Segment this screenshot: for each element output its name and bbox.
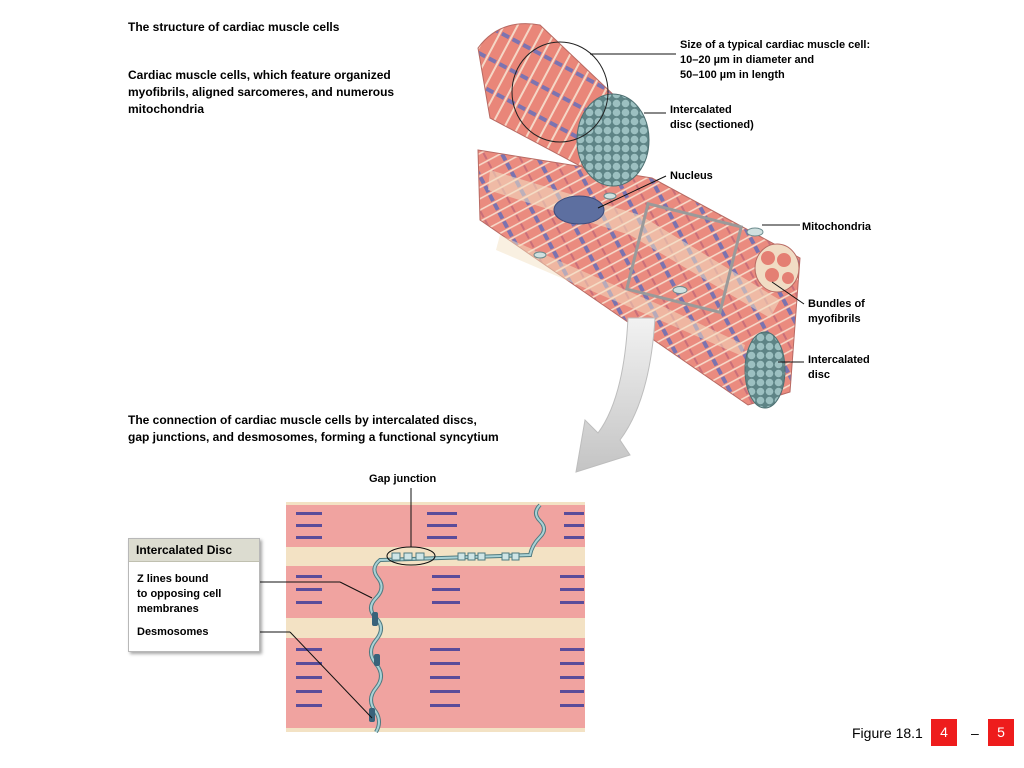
label-mitochondria: Mitochondria <box>802 221 872 233</box>
figure-range-start: 4 <box>931 719 957 746</box>
intercalated-disc-end <box>744 331 786 409</box>
z-line-stripes <box>296 512 584 707</box>
label-bundles-of-myofibrils: Bundles of myofibrils <box>808 298 865 325</box>
cytoplasm-streak <box>496 235 745 356</box>
label-intercalated-disc: Intercalated disc <box>808 354 870 381</box>
gap-junction-channels <box>391 552 520 561</box>
figure-range-end: 5 <box>988 719 1014 746</box>
structure-title: The structure of cardiac muscle cells <box>128 20 340 34</box>
leader-lines <box>590 53 805 363</box>
intercalated-disc-sectioned <box>576 93 650 187</box>
myofibril-bundles-end <box>754 243 800 293</box>
structure-description: Cardiac muscle cells, which feature orga… <box>128 68 395 116</box>
mitochondria-group <box>533 192 764 294</box>
zoom-box <box>624 201 744 315</box>
figure-range-dash: – <box>971 725 979 741</box>
figure-label: Figure 18.1 <box>852 725 923 741</box>
zoom-arrow <box>575 317 656 473</box>
label-gap-junction: Gap junction <box>369 473 437 485</box>
connection-title: The connection of cardiac muscle cells b… <box>128 413 499 444</box>
size-circle <box>511 41 609 143</box>
nucleus <box>553 195 605 225</box>
leader-lines-bottom <box>246 488 412 719</box>
syncytium-diagram <box>286 502 585 734</box>
legend-title: Intercalated Disc <box>129 539 259 562</box>
intercalated-disc-legend: Intercalated Disc Z lines bound to oppos… <box>128 538 260 652</box>
label-nucleus: Nucleus <box>670 170 713 182</box>
label-intercalated-sectioned: Intercalated disc (sectioned) <box>670 104 754 131</box>
muscle-fiber-3d <box>477 23 801 409</box>
desmosome-plaques <box>369 612 380 722</box>
legend-desmosomes: Desmosomes <box>137 626 209 638</box>
label-cell-size: Size of a typical cardiac muscle cell: 1… <box>680 39 871 81</box>
legend-z-lines: Z lines bound to opposing cell membranes <box>137 573 222 615</box>
